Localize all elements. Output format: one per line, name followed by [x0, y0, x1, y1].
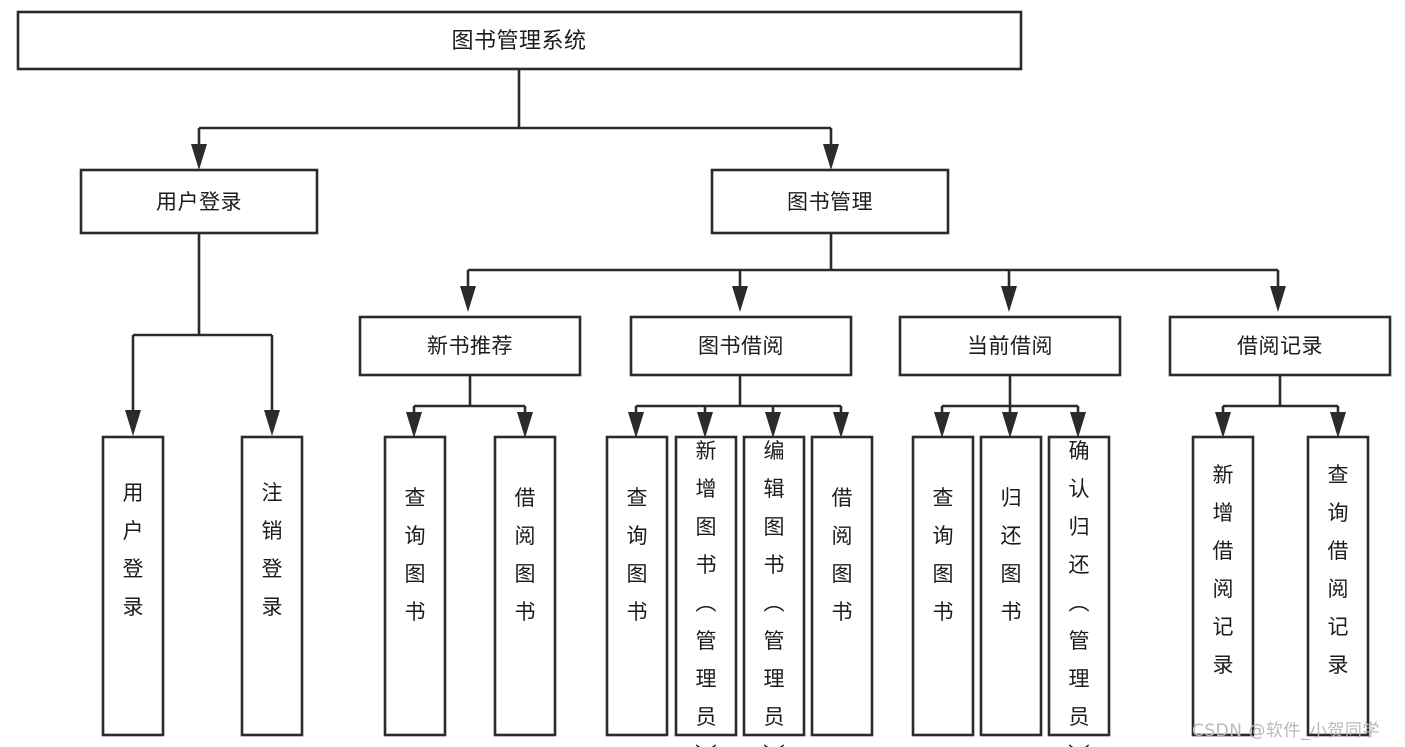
node-current-borrow-label: 当前借阅: [967, 334, 1053, 358]
connector-book-management-to-modules: [466, 233, 1280, 286]
arrow-to-leaf-recommend-0: [406, 412, 422, 438]
arrow-to-leaf-record-1: [1330, 412, 1346, 438]
leaf-recommend-1[interactable]: 借阅图书: [493, 435, 557, 737]
node-current-borrow[interactable]: 当前借阅: [898, 315, 1122, 377]
node-user-login[interactable]: 用户登录: [79, 168, 319, 235]
node-user-login-label: 用户登录: [156, 190, 242, 214]
node-book-borrow-label: 图书借阅: [698, 334, 784, 358]
arrow-to-user-login: [191, 144, 207, 170]
leaf-record-0[interactable]: 新增借阅记录: [1191, 435, 1255, 737]
leaf-user-login-0-label: 用户登录: [123, 481, 144, 619]
arrow-to-book-management: [823, 144, 839, 170]
leaf-record-0-label: 新增借阅记录: [1213, 463, 1234, 677]
connector-user-login-to-leaves: [131, 233, 274, 410]
arrow-to-leaf-user-login-1: [264, 410, 280, 436]
arrow-to-leaf-user-login-0: [125, 410, 141, 436]
connector-root-to-level2: [197, 69, 833, 144]
node-book-management[interactable]: 图书管理: [710, 168, 950, 235]
leaf-borrow-2-label: 编辑图书︵管理员︶: [764, 439, 785, 747]
leaf-user-login-1-label: 注销登录: [262, 481, 283, 619]
node-borrow-record[interactable]: 借阅记录: [1168, 315, 1392, 377]
leaf-borrow-0[interactable]: 查询图书: [605, 435, 669, 737]
leaf-current-1[interactable]: 归还图书: [979, 435, 1043, 737]
connector-book-borrow-to-leaves: [634, 375, 843, 412]
arrow-to-leaf-borrow-2: [765, 412, 781, 438]
leaf-record-1[interactable]: 查询借阅记录: [1306, 435, 1370, 737]
node-book-borrow[interactable]: 图书借阅: [629, 315, 853, 377]
leaf-borrow-1[interactable]: 新增图书︵管理员︶: [674, 435, 738, 747]
arrow-to-leaf-current-2: [1070, 412, 1086, 438]
arrow-to-leaf-current-0: [934, 412, 950, 438]
leaf-current-1-label: 归还图书: [1001, 486, 1022, 624]
leaf-current-2-label: 确认归还︵管理员︶: [1069, 439, 1090, 747]
leaf-borrow-0-label: 查询图书: [627, 486, 648, 624]
node-new-book-recommend[interactable]: 新书推荐: [358, 315, 582, 377]
arrow-to-leaf-borrow-0: [628, 412, 644, 438]
arrow-to-current-borrow: [1001, 286, 1017, 312]
arrow-to-leaf-current-1: [1002, 412, 1018, 438]
leaf-recommend-1-label: 借阅图书: [515, 486, 536, 624]
leaf-borrow-1-label: 新增图书︵管理员︶: [696, 439, 717, 747]
arrow-to-leaf-borrow-3: [833, 412, 849, 438]
arrow-to-leaf-borrow-1: [697, 412, 713, 438]
arrow-to-leaf-record-0: [1215, 412, 1231, 438]
leaf-user-login-1[interactable]: 注销登录: [240, 435, 304, 737]
connector-new-book-recommend-to-leaves: [412, 375, 527, 412]
arrow-to-leaf-recommend-1: [517, 412, 533, 438]
leaf-current-0[interactable]: 查询图书: [911, 435, 975, 737]
csdn-watermark: CSDN @软件_小贺同学: [1192, 721, 1380, 741]
arrow-to-new-book-recommend: [460, 286, 476, 312]
arrow-to-book-borrow: [732, 286, 748, 312]
leaf-record-1-label: 查询借阅记录: [1328, 463, 1349, 677]
connector-borrow-record-to-leaves: [1221, 375, 1340, 412]
leaf-borrow-3[interactable]: 借阅图书: [810, 435, 874, 737]
leaf-borrow-3-label: 借阅图书: [832, 486, 853, 624]
leaf-current-0-label: 查询图书: [933, 486, 954, 624]
connector-current-borrow-to-leaves: [940, 375, 1080, 412]
node-root-book-management-system[interactable]: 图书管理系统: [16, 10, 1023, 71]
leaf-recommend-0[interactable]: 查询图书: [383, 435, 447, 737]
leaf-recommend-0-label: 查询图书: [405, 486, 426, 624]
node-borrow-record-label: 借阅记录: [1237, 334, 1323, 358]
node-new-book-recommend-label: 新书推荐: [427, 334, 513, 358]
arrow-to-borrow-record: [1270, 286, 1286, 312]
node-book-management-label: 图书管理: [787, 190, 873, 214]
leaf-borrow-2[interactable]: 编辑图书︵管理员︶: [742, 435, 806, 747]
leaf-user-login-0[interactable]: 用户登录: [101, 435, 165, 737]
node-root-label: 图书管理系统: [451, 29, 586, 54]
leaf-current-2[interactable]: 确认归还︵管理员︶: [1047, 435, 1111, 747]
